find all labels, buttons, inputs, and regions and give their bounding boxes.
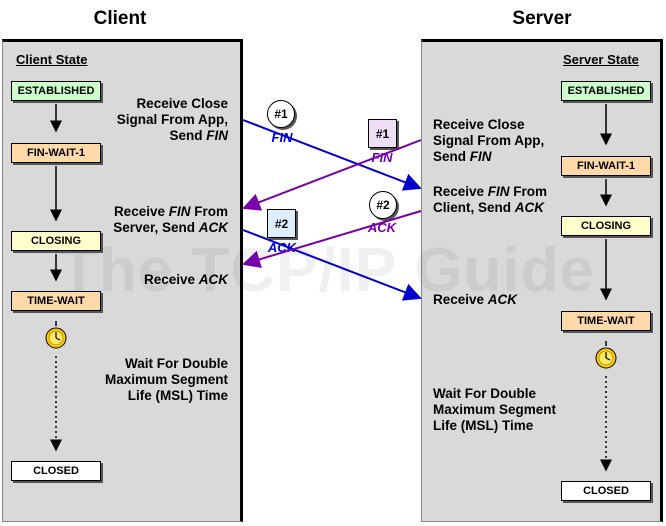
client-wait-l1: Wait For Double bbox=[125, 356, 228, 371]
watermark: The TCP/IP Guide bbox=[60, 236, 596, 305]
server-wait-l3: Life (MSL) Time bbox=[433, 418, 534, 433]
server-recv-fin-e: ACK bbox=[514, 200, 545, 215]
client-event-close-l1: Receive Close bbox=[136, 96, 228, 111]
server-wait-l1: Wait For Double bbox=[433, 386, 536, 401]
server-recv-fin-a: Receive bbox=[433, 184, 488, 199]
client-header: Client bbox=[93, 8, 147, 29]
client-wait-l3: Life (MSL) Time bbox=[127, 388, 228, 403]
client-state-closed: CLOSED bbox=[11, 461, 101, 481]
client-recv-fin-b: FIN bbox=[168, 204, 191, 219]
server-wait-l2: Maximum Segment bbox=[433, 402, 557, 417]
client-event-wait: Wait For Double Maximum Segment Life (MS… bbox=[90, 356, 228, 404]
client-ack-arrow bbox=[242, 229, 422, 301]
server-event-close-l1: Receive Close bbox=[433, 117, 525, 132]
server-recv-fin-d: Client, Send bbox=[433, 200, 515, 215]
client-recv-fin-d: Server, Send bbox=[113, 220, 199, 235]
client-event-recv-ack: Receive ACK bbox=[100, 272, 228, 288]
client-event-close-fin: FIN bbox=[206, 128, 228, 143]
server-event-recv-ack: Receive ACK bbox=[433, 292, 517, 308]
client-event-close-l2: Signal From App, bbox=[116, 112, 228, 127]
server-fin-arrow bbox=[242, 139, 422, 211]
server-event-close-l2: Signal From App, bbox=[433, 133, 545, 148]
server-state-time-wait: TIME-WAIT bbox=[561, 311, 651, 331]
server-event-close: Receive Close Signal From App, Send FIN bbox=[433, 117, 544, 165]
server-ack-number: #2 bbox=[369, 191, 397, 219]
client-recv-fin-e: ACK bbox=[198, 220, 228, 235]
client-event-recv-fin: Receive FIN From Server, Send ACK bbox=[90, 204, 228, 236]
server-recv-fin-c: From bbox=[509, 184, 548, 199]
client-state-established: ESTABLISHED bbox=[11, 81, 101, 101]
server-panel bbox=[421, 39, 663, 522]
client-state-fin-wait-1: FIN-WAIT-1 bbox=[11, 143, 101, 163]
client-recv-fin-c: From bbox=[190, 204, 228, 219]
client-timer-icon bbox=[45, 321, 67, 349]
client-ack-number: #2 bbox=[267, 209, 296, 238]
client-state-time-wait: TIME-WAIT bbox=[11, 291, 101, 311]
client-panel bbox=[2, 39, 243, 522]
server-state-established: ESTABLISHED bbox=[561, 81, 651, 101]
server-event-close-l3: Send bbox=[433, 149, 470, 164]
server-event-wait: Wait For Double Maximum Segment Life (MS… bbox=[433, 386, 556, 434]
server-recv-ack-b: ACK bbox=[487, 292, 518, 307]
client-fin-number: #1 bbox=[267, 100, 295, 128]
server-timer-icon bbox=[595, 341, 617, 369]
server-state-closed: CLOSED bbox=[561, 481, 651, 501]
client-fin-arrow bbox=[242, 119, 422, 191]
server-ack-arrow bbox=[242, 210, 422, 269]
server-fin-number: #1 bbox=[368, 119, 397, 148]
client-state-title: Client State bbox=[16, 52, 88, 67]
client-event-close-l3: Send bbox=[169, 128, 207, 143]
server-header: Server bbox=[512, 8, 572, 29]
server-recv-ack-a: Receive bbox=[433, 292, 488, 307]
client-state-closing: CLOSING bbox=[11, 231, 101, 251]
server-event-close-fin: FIN bbox=[469, 149, 492, 164]
server-state-title: Server State bbox=[563, 52, 639, 67]
server-recv-fin-b: FIN bbox=[487, 184, 510, 199]
server-event-recv-fin: Receive FIN From Client, Send ACK bbox=[433, 184, 547, 216]
client-wait-l2: Maximum Segment bbox=[104, 372, 228, 387]
server-state-closing: CLOSING bbox=[561, 216, 651, 236]
client-recv-fin-a: Receive bbox=[113, 204, 169, 219]
server-state-fin-wait-1: FIN-WAIT-1 bbox=[561, 156, 651, 176]
client-recv-ack-b: ACK bbox=[198, 272, 228, 287]
client-event-close: Receive Close Signal From App, Send FIN bbox=[100, 96, 228, 144]
client-recv-ack-a: Receive bbox=[143, 272, 199, 287]
